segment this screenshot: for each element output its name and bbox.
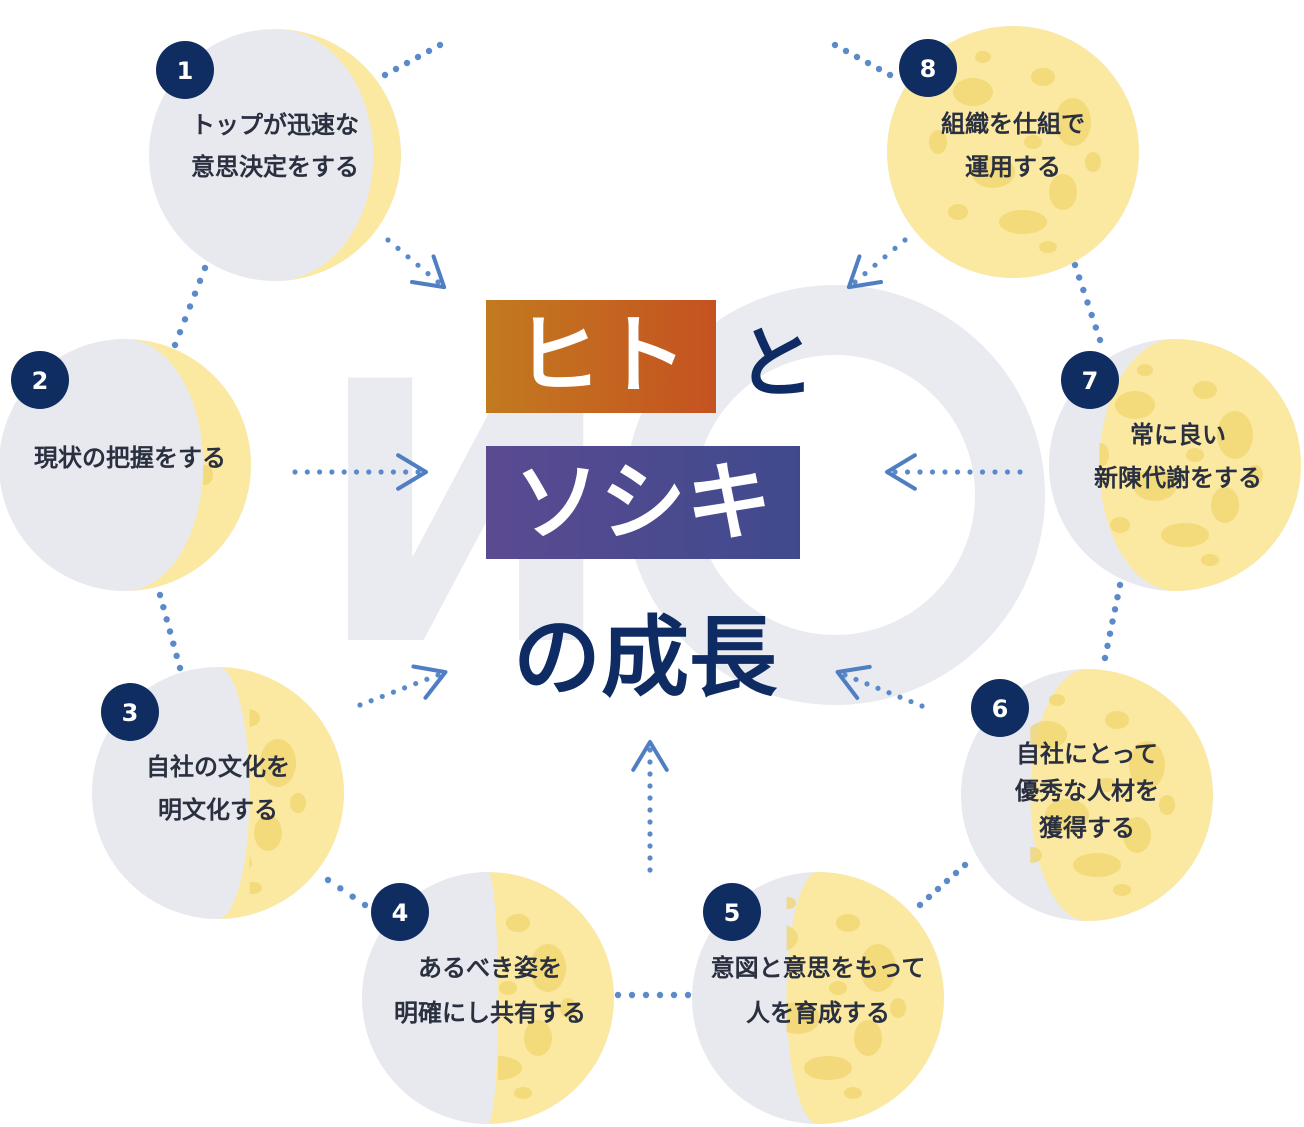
step-number-badge: 4 bbox=[371, 883, 429, 941]
arrow-6 bbox=[835, 664, 925, 709]
arrow-dots bbox=[842, 672, 925, 709]
moon-lit-side bbox=[1030, 669, 1213, 921]
step-number-badge: 7 bbox=[1061, 351, 1119, 409]
cycle-ring bbox=[156, 41, 1124, 999]
inward-arrows bbox=[292, 237, 1023, 873]
title-hito: ヒト bbox=[515, 306, 687, 406]
ring-segment bbox=[381, 41, 444, 79]
step-label-line: 明文化する bbox=[158, 796, 278, 824]
ring-segment bbox=[916, 861, 969, 909]
step-label-line: 自社の文化を bbox=[146, 753, 290, 781]
ring-segment bbox=[831, 41, 894, 79]
step-label-line: あるべき姿を bbox=[418, 954, 562, 982]
step-number: 5 bbox=[724, 899, 741, 927]
step-label-line: 新陳代謝をする bbox=[1094, 464, 1262, 492]
arrow-dots bbox=[292, 469, 421, 475]
step-label-line: 明確にし共有する bbox=[394, 999, 586, 1027]
ring-segment bbox=[324, 876, 369, 909]
arrow-8 bbox=[846, 237, 908, 290]
step-label: 現状の把握をする bbox=[34, 444, 226, 472]
arrow-dots bbox=[647, 747, 653, 873]
step-label-line: 優秀な人材を bbox=[1014, 777, 1159, 805]
step-number-badge: 6 bbox=[971, 679, 1029, 737]
step-label-line: 組織を仕組で bbox=[941, 110, 1085, 138]
arrow-4 bbox=[631, 740, 669, 873]
moon-lit-side bbox=[218, 667, 344, 919]
title-box-soshiki bbox=[486, 446, 800, 559]
arrow-2 bbox=[292, 453, 428, 491]
step-number-badge: 8 bbox=[899, 39, 957, 97]
moon-lit-side bbox=[488, 872, 614, 1124]
arrow-3 bbox=[357, 664, 448, 708]
step-number-badge: 3 bbox=[101, 683, 159, 741]
step-label-line: 運用する bbox=[965, 153, 1061, 181]
ring-segment bbox=[614, 991, 692, 999]
step-label-line: 意思決定をする bbox=[191, 153, 359, 181]
ring-segment bbox=[1071, 261, 1104, 344]
title-soshiki: ソシキ bbox=[514, 453, 772, 553]
step-number: 7 bbox=[1082, 367, 1099, 395]
step-label-line: 自社にとって bbox=[1016, 740, 1158, 768]
moon-shadow bbox=[149, 29, 401, 281]
step-number: 2 bbox=[32, 367, 49, 395]
arrow-7 bbox=[885, 453, 1023, 491]
title-box-hito bbox=[486, 300, 716, 413]
moon-lit-side bbox=[786, 872, 944, 1124]
step-number-badge: 2 bbox=[11, 351, 69, 409]
step-number: 3 bbox=[122, 699, 139, 727]
ring-segment bbox=[1101, 581, 1124, 662]
title-no-seichou: の成長 bbox=[513, 606, 778, 709]
ring-segment bbox=[156, 591, 184, 672]
moon-lit-side bbox=[275, 29, 401, 281]
step-label-line: 現状の把握をする bbox=[34, 444, 226, 472]
moon-steps: トップが迅速な意思決定をする1現状の把握をする2自社の文化を明文化する3あるべき… bbox=[0, 26, 1301, 1124]
title-to: と bbox=[737, 319, 815, 409]
arrow-dots bbox=[357, 672, 441, 708]
step-number: 6 bbox=[992, 695, 1009, 723]
step-number: 4 bbox=[392, 899, 409, 927]
step-label-line: 意図と意思をもって bbox=[711, 954, 926, 982]
ring-segment bbox=[171, 264, 209, 349]
moon-lit-side bbox=[125, 339, 251, 591]
arrow-dots bbox=[892, 469, 1023, 475]
step-number: 8 bbox=[920, 55, 937, 83]
moon-shadow bbox=[0, 339, 251, 591]
step-number-badge: 5 bbox=[703, 883, 761, 941]
arrow-1 bbox=[385, 237, 447, 290]
center-title: ヒト と ソシキ の成長 bbox=[486, 300, 815, 709]
step-label-line: トップが迅速な bbox=[191, 111, 359, 139]
step-label-line: 人を育成する bbox=[746, 999, 890, 1027]
step-label-line: 獲得する bbox=[1039, 814, 1135, 842]
step-number-badge: 1 bbox=[156, 41, 214, 99]
step-number: 1 bbox=[177, 57, 194, 85]
step-label-line: 常に良い bbox=[1130, 421, 1226, 449]
arrow-dots bbox=[852, 237, 908, 285]
step-2: 現状の把握をする 2 bbox=[0, 339, 251, 591]
arrow-dots bbox=[385, 237, 441, 285]
